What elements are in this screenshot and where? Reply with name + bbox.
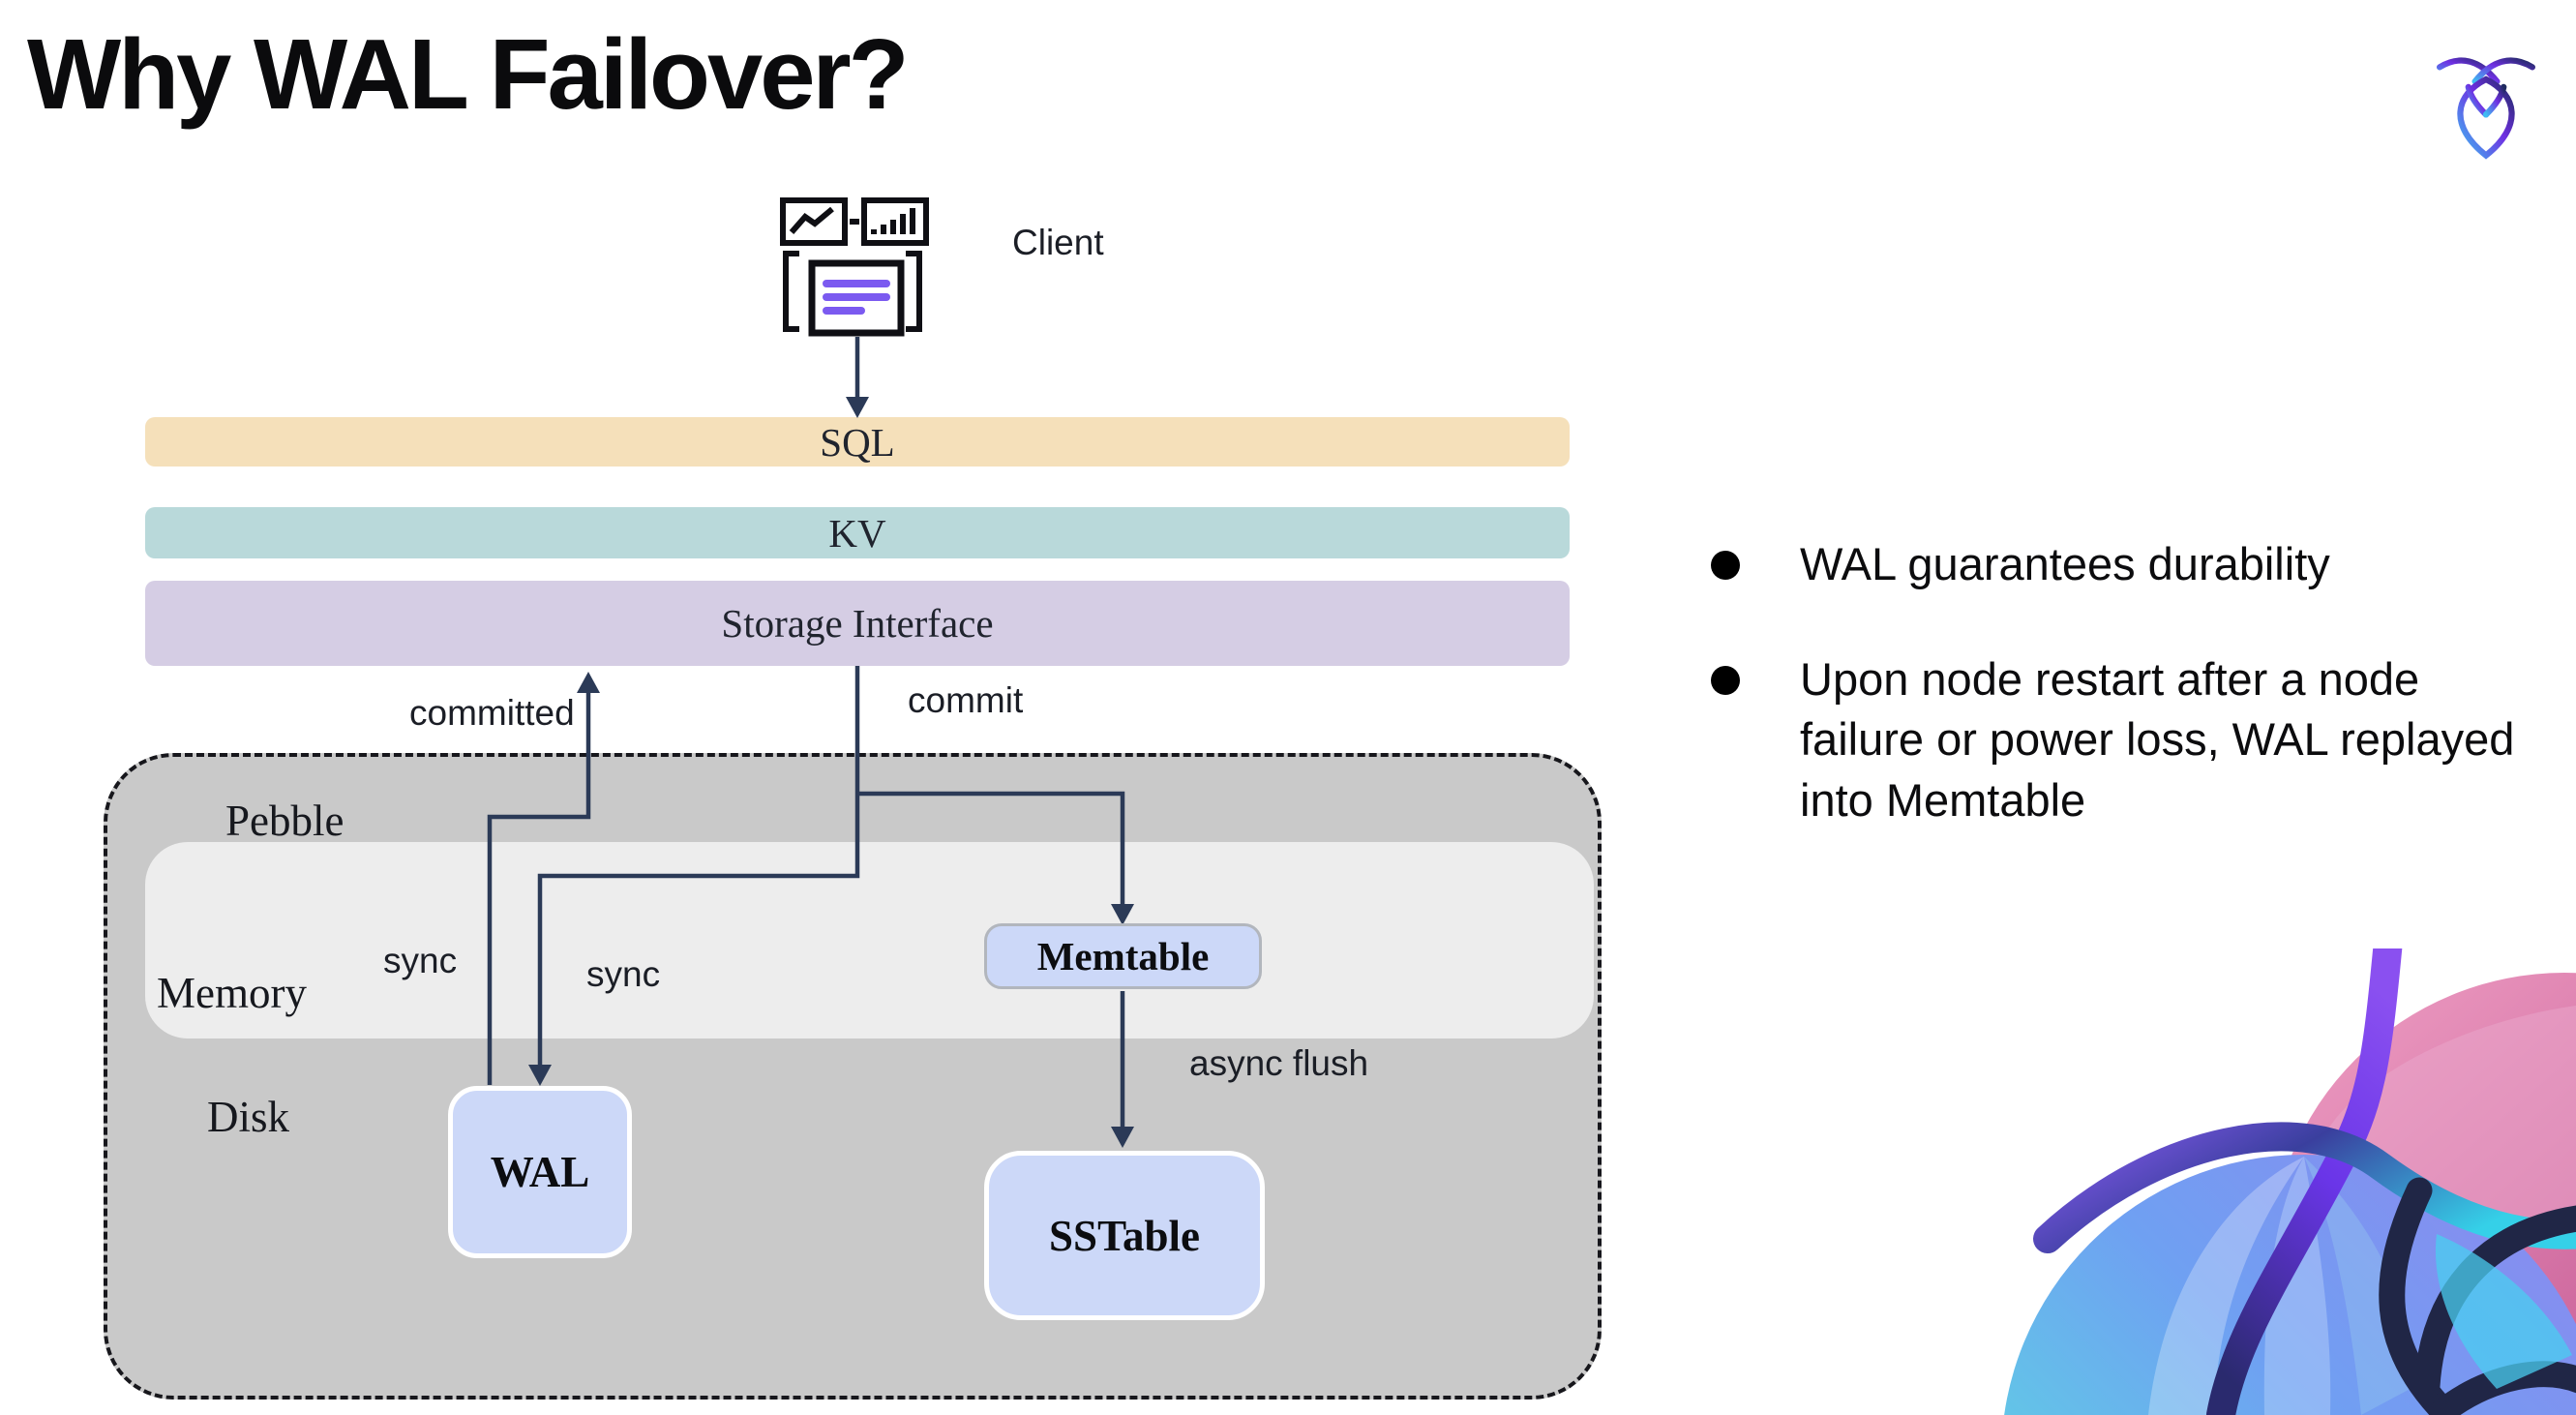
sstable-node-label: SSTable (1049, 1211, 1200, 1260)
pebble-label: Pebble (225, 797, 344, 845)
edge-label-committed: committed (409, 693, 575, 733)
layer-bar-sql: SQL (145, 417, 1570, 467)
page-title: Why WAL Failover? (27, 18, 910, 130)
edge-label-async-flush: async flush (1189, 1043, 1369, 1083)
list-item: Upon node restart after a node failure o… (1711, 649, 2562, 831)
disk-label: Disk (207, 1093, 290, 1141)
wal-node-label: WAL (490, 1148, 590, 1196)
layer-bar-kv: KV (145, 507, 1570, 558)
bullet-text: WAL guarantees durability (1800, 538, 2330, 589)
wal-node: WAL (448, 1086, 632, 1258)
layer-label-sql: SQL (820, 419, 895, 465)
bullet-dot-icon (1711, 665, 1740, 695)
memory-zone (145, 842, 1594, 1039)
client-icon (780, 197, 929, 337)
bullet-text: Upon node restart after a node failure o… (1800, 652, 2515, 826)
edge-label-sync-left: sync (383, 941, 458, 980)
edge-label-commit: commit (908, 680, 1024, 720)
edge-label-sync-right: sync (586, 954, 661, 994)
layer-label-kv: KV (828, 510, 886, 556)
bullet-dot-icon (1711, 551, 1740, 580)
memtable-node-label: Memtable (1036, 934, 1210, 978)
memtable-node: Memtable (984, 923, 1262, 989)
bullet-list: WAL guarantees durability Upon node rest… (1711, 534, 2562, 885)
sstable-node: SSTable (984, 1151, 1265, 1320)
memory-label: Memory (157, 969, 307, 1017)
layer-bar-storage-interface: Storage Interface (145, 581, 1570, 666)
brand-art-decoration (2004, 948, 2576, 1415)
client-label: Client (1012, 223, 1104, 262)
layer-label-storage-interface: Storage Interface (721, 601, 994, 646)
list-item: WAL guarantees durability (1711, 534, 2562, 595)
cockroachdb-logo-icon (2436, 57, 2536, 160)
